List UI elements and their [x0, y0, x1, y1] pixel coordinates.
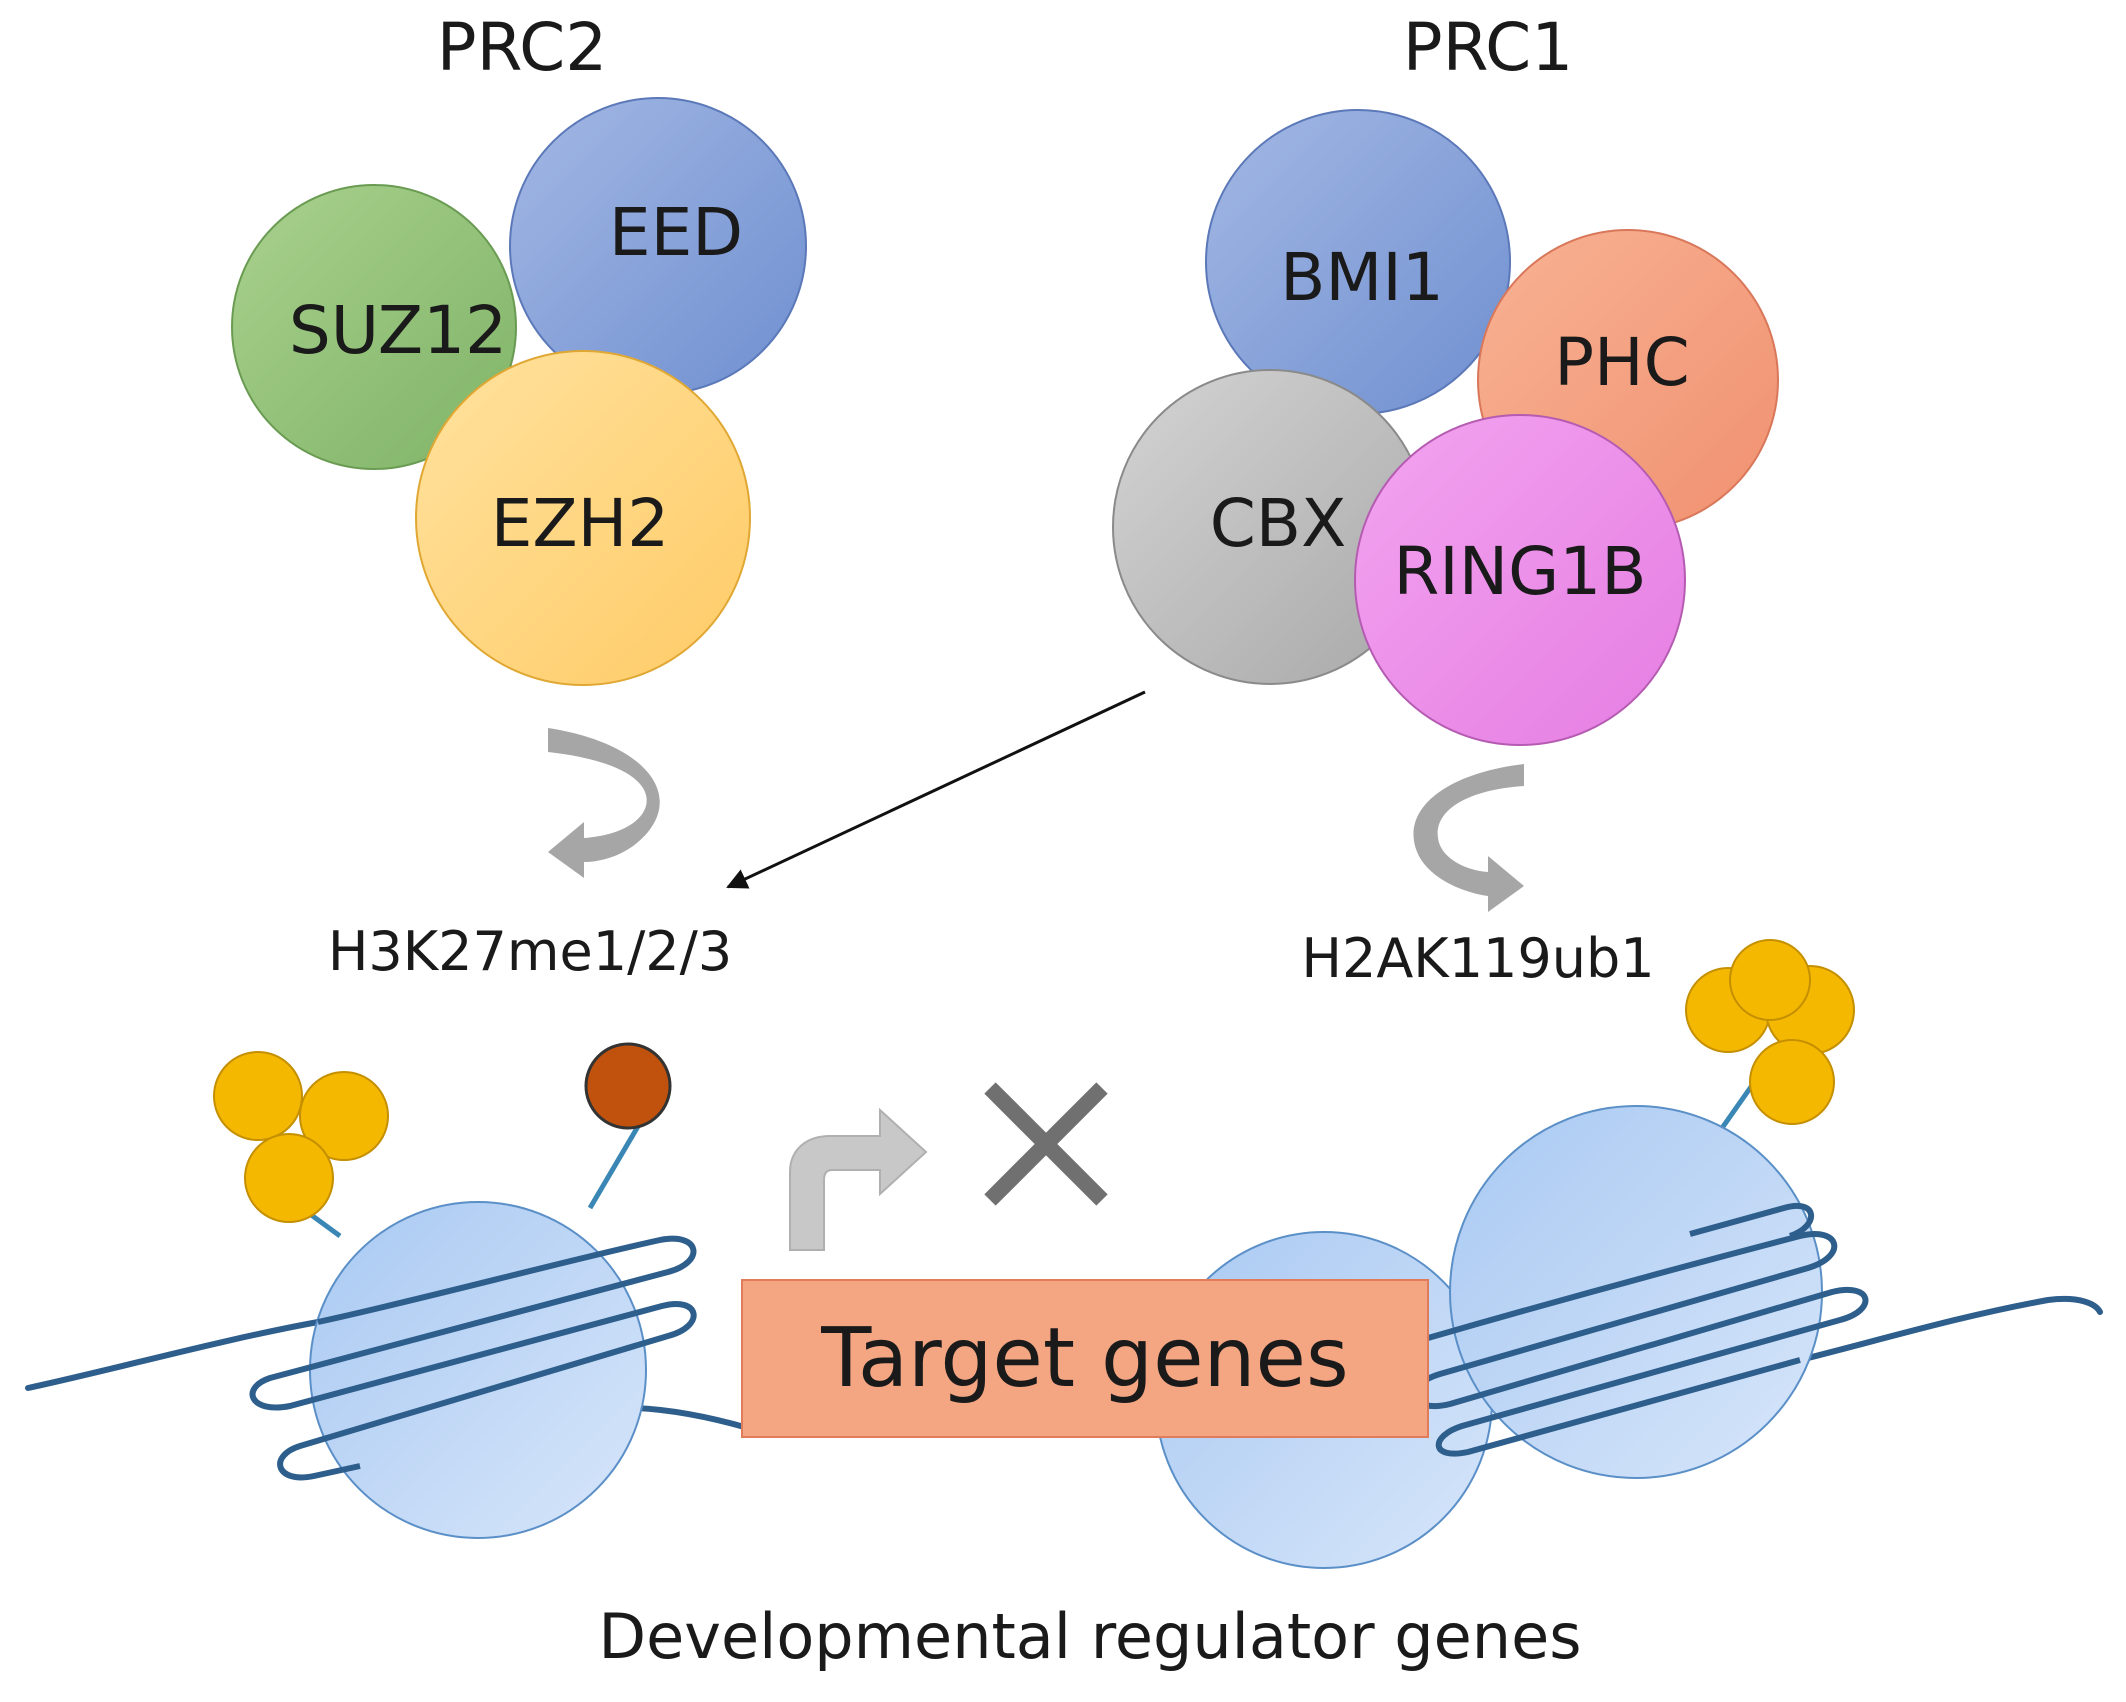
phc-label: PHC — [1554, 324, 1690, 401]
cbx-label: CBX — [1210, 485, 1347, 562]
prc1-complex: PRC1 BMI1 PHC CBX RING1B — [1112, 9, 1779, 746]
h3k27-mark-label: H3K27me1/2/3 — [328, 920, 732, 983]
methyl-group-icon — [584, 1042, 672, 1130]
blocked-cross-icon — [984, 1082, 1108, 1206]
prc2-title: PRC2 — [437, 9, 607, 86]
prc1-curved-arrow-icon — [1413, 764, 1524, 912]
prc1-to-h3k27-arrow — [726, 690, 1146, 889]
nucleosome-right-front — [1411, 1072, 1869, 1479]
ring1b-label: RING1B — [1393, 533, 1646, 610]
prc2-complex: PRC2 SUZ12 EED EZH2 — [231, 9, 807, 686]
dna-strand — [25, 1296, 2103, 1431]
target-genes-box: Target genes — [741, 1279, 1429, 1438]
prc1-title: PRC1 — [1403, 9, 1573, 86]
transcription-arrow-icon — [789, 1107, 928, 1251]
suz12-subunit — [231, 184, 517, 470]
ubiquitin-cluster-right — [1685, 939, 1855, 1125]
diagram-caption: Developmental regulator genes — [598, 1600, 1581, 1673]
ring1b-subunit — [1354, 414, 1686, 746]
h2ak119-mark-label: H2AK119ub1 — [1301, 927, 1654, 990]
prc2-curved-arrow-icon — [548, 728, 660, 878]
ubiquitin-cluster-left — [213, 1051, 389, 1223]
target-genes-label: Target genes — [820, 1311, 1348, 1406]
ezh2-subunit — [415, 350, 751, 686]
bmi1-label: BMI1 — [1280, 239, 1444, 316]
eed-label: EED — [609, 194, 743, 271]
ezh2-label: EZH2 — [491, 485, 670, 562]
suz12-label: SUZ12 — [289, 292, 507, 369]
